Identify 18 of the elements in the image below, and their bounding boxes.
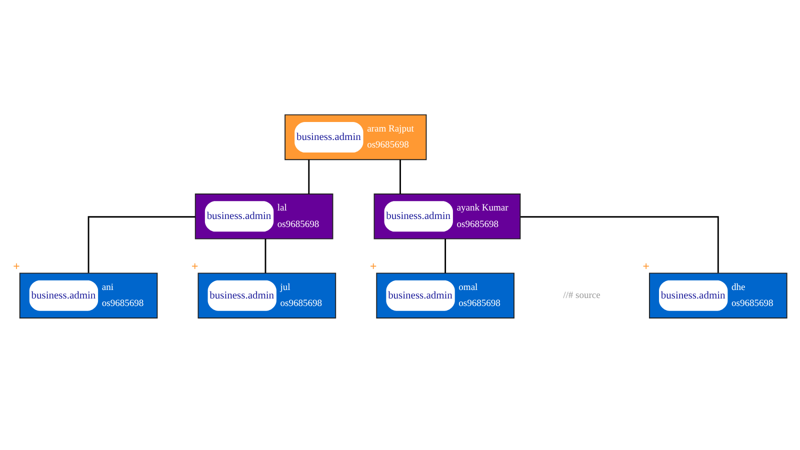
label: //# source: [563, 290, 600, 301]
node-box: business.admin lal os9685698: [194, 194, 334, 240]
connector: [444, 238, 446, 274]
node-box: business.admin aram Rajput os9685698: [284, 114, 427, 160]
connector: [520, 216, 719, 273]
node-box: business.admin jul os9685698: [198, 272, 336, 318]
connector: [400, 160, 401, 194]
node-box: business.admin ani os9685698: [19, 272, 158, 318]
node-label: +: [13, 260, 20, 273]
connector: [88, 216, 196, 273]
node-box: business.admin ayank Kumar os9685698: [374, 194, 521, 240]
connector: [264, 238, 266, 274]
connector: [308, 160, 310, 194]
node-box: business.admin dhe os9685698: [648, 272, 788, 318]
node-label: +: [642, 260, 650, 273]
node-label: +: [370, 260, 377, 273]
node-label: +: [192, 260, 198, 273]
node-box: business.admin omal os9685698: [376, 272, 514, 318]
